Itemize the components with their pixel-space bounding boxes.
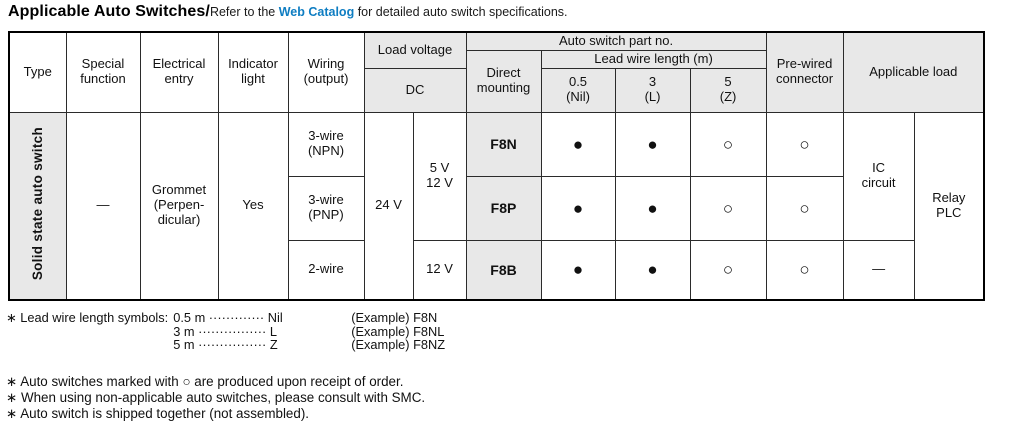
availability-mark-05: ● — [540, 239, 616, 301]
voltage-line: 5 V — [429, 160, 450, 176]
col-header-lead-05-nil: 0.5(Nil) — [540, 67, 616, 113]
cell-load-ic-dash: — — [842, 239, 915, 301]
col-header-lead-3-l: 3(L) — [614, 67, 691, 113]
title-post-text: for detailed auto switch specifications. — [354, 5, 568, 19]
availability-mark-prewired: ○ — [765, 175, 844, 241]
cell-wiring-2wire: 2-wire — [287, 239, 365, 301]
footnote-line: ∗ Auto switch is shipped together (not a… — [6, 406, 309, 421]
lead-col-value: 3 — [648, 74, 657, 90]
lead-wire-symbol-text: 0.5 m ············· Nil — [173, 310, 283, 325]
cell-wiring-npn: 3-wire(NPN) — [287, 111, 365, 177]
availability-mark-5: ○ — [689, 175, 767, 241]
load-line: circuit — [861, 175, 896, 190]
cell-voltage-12v: 12 V — [412, 239, 467, 301]
auto-switch-table: Type Special function Electrical entry I… — [8, 31, 986, 301]
electrical-entry-line: dicular) — [157, 212, 201, 228]
cell-voltage-24v: 24 V — [363, 111, 414, 301]
footnotes: ∗ Auto switches marked with ○ are produc… — [6, 374, 425, 422]
lead-col-symbol: (L) — [644, 89, 661, 104]
lead-wire-example-text: (Example) F8N — [351, 310, 438, 325]
electrical-entry-line: (Perpen- — [153, 197, 205, 213]
wiring-line: (NPN) — [307, 143, 345, 158]
wiring-line: 3-wire — [308, 128, 344, 144]
col-header-wiring-output: Wiring (output) — [287, 31, 365, 113]
col-header-lead-5-z: 5(Z) — [689, 67, 767, 113]
col-header-lead-wire-length: Lead wire length (m) — [540, 49, 767, 69]
col-header-pre-wired-connector: Pre-wired connector — [765, 31, 844, 113]
col-header-type: Type — [8, 31, 67, 113]
footnote-line: ∗ Auto switches marked with ○ are produc… — [6, 374, 404, 389]
col-header-special-function: Special function — [65, 31, 141, 113]
page-title: Applicable Auto Switches/ Refer to the W… — [8, 3, 568, 21]
col-header-applicable-load: Applicable load — [842, 31, 985, 113]
page-title-main: Applicable Auto Switches/ — [8, 3, 210, 20]
col-header-dc: DC — [363, 67, 467, 113]
lead-col-value: 5 — [724, 74, 732, 90]
lead-wire-note-label: ∗ Lead wire length symbols: — [6, 310, 169, 325]
lead-wire-note-row: 5 m ················ Z (Example) F8NZ — [173, 338, 445, 352]
availability-mark-3: ● — [614, 175, 691, 241]
auto-switch-table-wrap: Type Special function Electrical entry I… — [8, 31, 986, 301]
lead-wire-symbol-text: 3 m ················ L — [173, 323, 277, 339]
col-header-electrical-entry: Electrical entry — [139, 31, 219, 113]
cell-electrical-entry: Grommet (Perpen- dicular) — [139, 111, 219, 301]
lead-wire-note-row: 3 m ················ L (Example) F8NL — [173, 323, 445, 339]
load-line: Relay — [932, 189, 966, 205]
wiring-line: (PNP) — [308, 207, 344, 222]
availability-mark-3: ● — [614, 239, 691, 301]
availability-mark-5: ○ — [689, 111, 767, 177]
cell-special-function: — — [65, 111, 141, 301]
lead-wire-symbol-text: 5 m ················ Z — [173, 337, 278, 353]
cell-part-no-f8n: F8N — [465, 111, 542, 177]
lead-col-value: 0.5 — [568, 74, 588, 90]
cell-part-no-f8b: F8B — [465, 239, 542, 301]
cell-indicator-light: Yes — [217, 111, 289, 301]
lead-wire-note-rows: 0.5 m ············· Nil (Example) F8N 3 … — [173, 311, 445, 352]
lead-col-symbol: (Z) — [719, 89, 737, 104]
electrical-entry-line: Grommet — [151, 182, 207, 198]
voltage-line: 12 V — [426, 175, 453, 190]
type-rotated-label: Solid state auto switch — [29, 127, 45, 281]
availability-mark-prewired: ○ — [765, 239, 844, 301]
availability-mark-prewired: ○ — [765, 111, 844, 177]
lead-wire-length-note: ∗ Lead wire length symbols: 0.5 m ······… — [6, 311, 445, 352]
cell-part-no-f8p: F8P — [465, 175, 542, 241]
lead-wire-example-text: (Example) F8NZ — [351, 337, 446, 353]
col-header-direct-mounting: Direct mounting — [465, 49, 542, 113]
load-line: PLC — [936, 204, 962, 220]
availability-mark-5: ○ — [689, 239, 767, 301]
lead-wire-note-row: 0.5 m ············· Nil (Example) F8N — [173, 311, 445, 325]
wiring-line: 3-wire — [308, 192, 344, 208]
title-pre-text: Refer to the — [209, 5, 279, 19]
availability-mark-05: ● — [540, 111, 616, 177]
cell-type-solid-state: Solid state auto switch — [8, 111, 67, 301]
availability-mark-05: ● — [540, 175, 616, 241]
col-header-load-voltage: Load voltage — [363, 31, 467, 69]
lead-wire-example-text: (Example) F8NL — [351, 323, 445, 339]
load-line: IC — [872, 160, 886, 176]
lead-col-symbol: (Nil) — [566, 89, 590, 104]
page-title-sub: Refer to the Web Catalog for detailed au… — [210, 5, 568, 19]
col-header-auto-switch-part-no: Auto switch part no. — [465, 31, 767, 51]
availability-mark-3: ● — [614, 111, 691, 177]
web-catalog-link[interactable]: Web Catalog — [278, 5, 355, 19]
cell-wiring-pnp: 3-wire(PNP) — [287, 175, 365, 241]
footnote-line: ∗ When using non-applicable auto switche… — [6, 390, 426, 405]
col-header-indicator-light: Indicator light — [217, 31, 289, 113]
